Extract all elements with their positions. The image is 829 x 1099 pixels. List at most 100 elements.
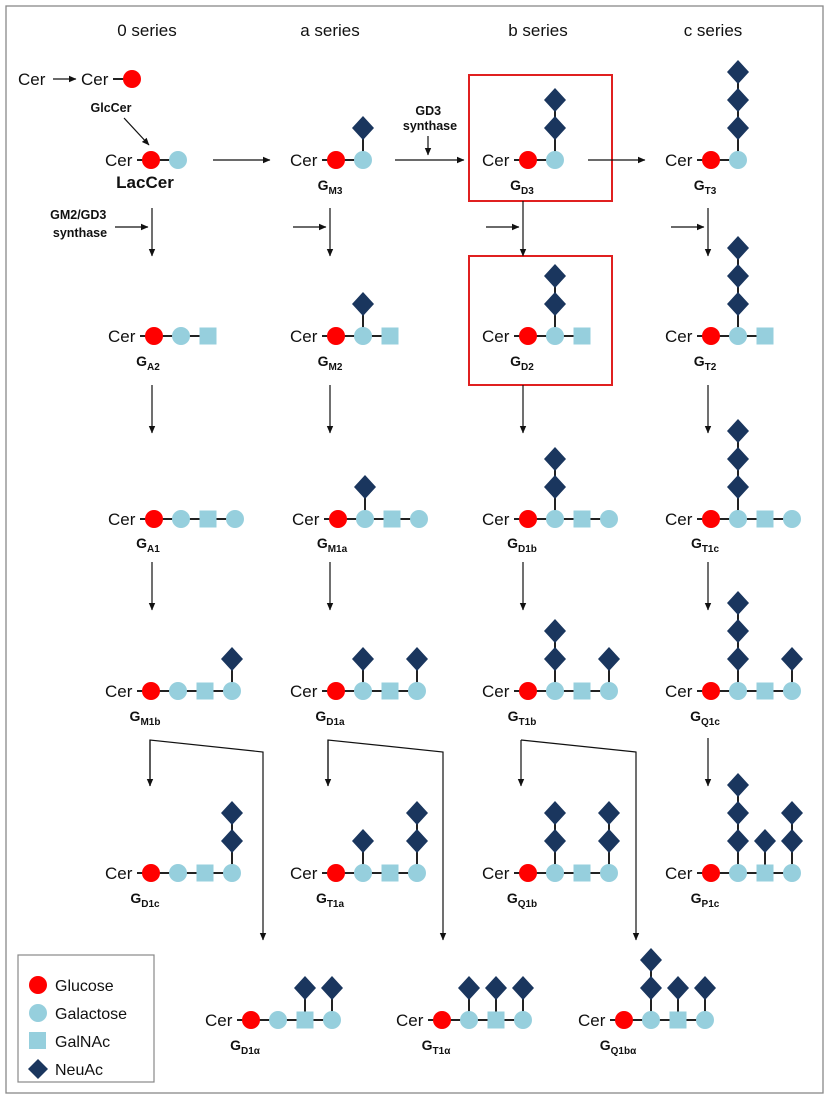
cer-label: Cer xyxy=(665,510,693,529)
galnac-residue xyxy=(487,1011,505,1029)
glycan-name: GM1b xyxy=(130,708,161,728)
galactose-residue xyxy=(408,682,426,700)
cer-label: Cer xyxy=(105,682,133,701)
galnac-residue xyxy=(756,510,774,528)
galactose-residue xyxy=(783,864,801,882)
legend-galactose-label: Galactose xyxy=(55,1006,127,1023)
galactose-residue xyxy=(783,510,801,528)
cer-label: Cer xyxy=(578,1011,606,1030)
galnac-residue xyxy=(573,864,591,882)
galnac-residue xyxy=(756,682,774,700)
neuac-residue xyxy=(294,976,316,1000)
neuac-residue xyxy=(221,829,243,853)
galactose-residue xyxy=(169,864,187,882)
glycan-name: GA1 xyxy=(136,535,160,555)
glucose-residue xyxy=(702,151,720,169)
neuac-residue xyxy=(727,419,749,443)
legend-glucose-icon xyxy=(29,976,47,994)
glucose-residue xyxy=(145,510,163,528)
glucose-residue xyxy=(142,151,160,169)
galactose-residue xyxy=(783,682,801,700)
neuac-residue xyxy=(221,647,243,671)
cer-label: Cer xyxy=(482,682,510,701)
legend: Glucose Galactose GalNAc NeuAc xyxy=(17,954,155,1083)
galactose-residue xyxy=(729,864,747,882)
glucose-residue xyxy=(327,864,345,882)
cer-label: Cer xyxy=(108,327,136,346)
glycan-name: GQ1bα xyxy=(600,1037,637,1057)
neuac-residue xyxy=(544,116,566,140)
legend-galactose-icon xyxy=(29,1004,47,1022)
glycan-name: GM3 xyxy=(318,177,343,197)
neuac-residue xyxy=(727,447,749,471)
neuac-residue xyxy=(485,976,507,1000)
glycan-name: LacCer xyxy=(116,173,174,192)
galactose-residue xyxy=(729,682,747,700)
neuac-residue xyxy=(406,829,428,853)
galnac-residue xyxy=(296,1011,314,1029)
legend-neuac-icon xyxy=(28,1059,48,1079)
galactose-residue xyxy=(223,864,241,882)
neuac-residue xyxy=(727,801,749,825)
neuac-residue xyxy=(727,647,749,671)
glycan-structures: CerLacCerCerGM3CerGD3CerGT3CerGA2CerGM2C… xyxy=(105,60,803,1057)
galactose-residue xyxy=(356,510,374,528)
cer-label: Cer xyxy=(290,151,318,170)
neuac-residue xyxy=(727,619,749,643)
galnac-residue xyxy=(381,864,399,882)
neuac-residue xyxy=(544,475,566,499)
cer-label: Cer xyxy=(292,510,320,529)
glycan-name: GD1a xyxy=(315,708,345,728)
neuac-residue xyxy=(727,475,749,499)
glycan-name: GT1b xyxy=(508,708,537,728)
neuac-residue xyxy=(352,829,374,853)
pathway-arrows xyxy=(115,156,712,941)
neuac-residue xyxy=(727,116,749,140)
glucose-residue xyxy=(519,327,537,345)
glucose-residue xyxy=(519,151,537,169)
glycan-name: GD1c xyxy=(130,890,160,910)
neuac-residue xyxy=(354,475,376,499)
neuac-residue xyxy=(512,976,534,1000)
glccer-label: GlcCer xyxy=(91,101,132,115)
neuac-residue xyxy=(544,447,566,471)
diagram-border xyxy=(5,5,824,1094)
glycan-name: GM2 xyxy=(318,353,343,373)
neuac-residue xyxy=(781,647,803,671)
gd2-highlight-box xyxy=(468,255,613,386)
neuac-residue xyxy=(598,829,620,853)
neuac-residue xyxy=(727,60,749,84)
neuac-residue xyxy=(598,801,620,825)
glycan-name: GP1c xyxy=(691,890,720,910)
neuac-residue xyxy=(352,292,374,316)
neuac-residue xyxy=(544,829,566,853)
galactose-residue xyxy=(546,682,564,700)
galactose-residue xyxy=(169,151,187,169)
cer-label: Cer xyxy=(482,327,510,346)
glycan-name: GD3 xyxy=(510,177,534,197)
galactose-residue xyxy=(546,864,564,882)
glucose-residue xyxy=(519,510,537,528)
galactose-residue xyxy=(696,1011,714,1029)
glycan-name: GT1c xyxy=(691,535,720,555)
cer-label: Cer xyxy=(290,682,318,701)
glucose-residue xyxy=(242,1011,260,1029)
neuac-residue xyxy=(754,829,776,853)
glucose-residue xyxy=(433,1011,451,1029)
glycan-name: GQ1c xyxy=(690,708,720,728)
cer-label: Cer xyxy=(290,864,318,883)
legend-galnac-label: GalNAc xyxy=(55,1034,110,1051)
galnac-residue xyxy=(669,1011,687,1029)
galactose-residue xyxy=(172,327,190,345)
neuac-residue xyxy=(406,801,428,825)
galactose-residue xyxy=(408,864,426,882)
galactose-residue xyxy=(600,864,618,882)
